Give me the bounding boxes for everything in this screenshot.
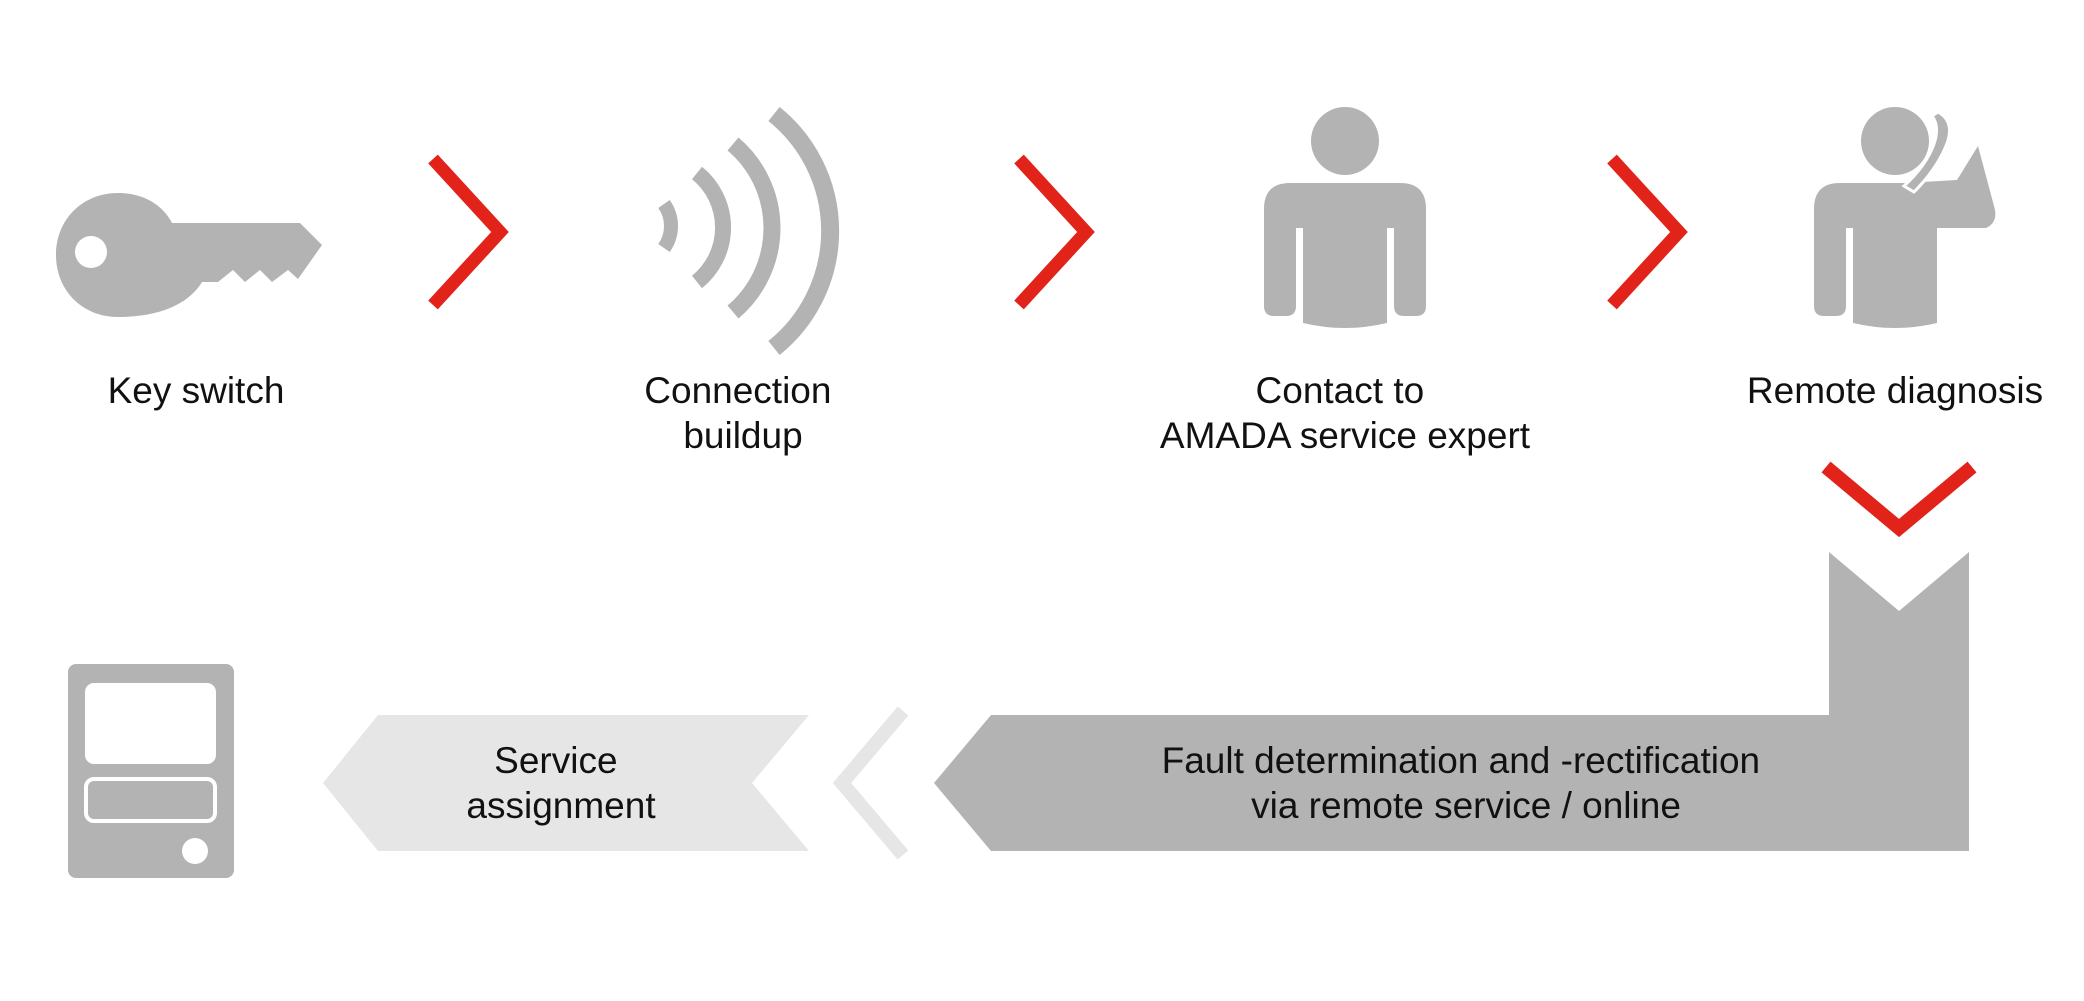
step-label-connection-buildup: Connection buildup — [644, 370, 841, 456]
signal-waves-icon — [658, 106, 840, 356]
person-icon — [1264, 107, 1426, 328]
key-icon — [56, 193, 322, 317]
chevron-right-icon — [428, 154, 509, 310]
chevron-right-icon — [1607, 154, 1688, 310]
service-assignment-shape — [323, 715, 809, 851]
step-label-contact-expert: Contact to AMADA service expert — [1160, 370, 1531, 456]
chevron-right-icon — [1014, 154, 1095, 310]
chevron-left-icon — [832, 706, 909, 860]
device-terminal-icon — [68, 664, 234, 878]
chevron-down-icon — [1821, 461, 1977, 538]
fault-rectification-arrow — [934, 552, 1969, 851]
person-phone-icon — [1814, 107, 1996, 328]
fault-rectification-label: Fault determination and -rectification v… — [1162, 740, 1771, 826]
step-label-remote-diagnosis: Remote diagnosis — [1747, 370, 2043, 411]
step-label-key-switch: Key switch — [108, 370, 285, 411]
service-assignment-label: Service assignment — [466, 740, 656, 826]
